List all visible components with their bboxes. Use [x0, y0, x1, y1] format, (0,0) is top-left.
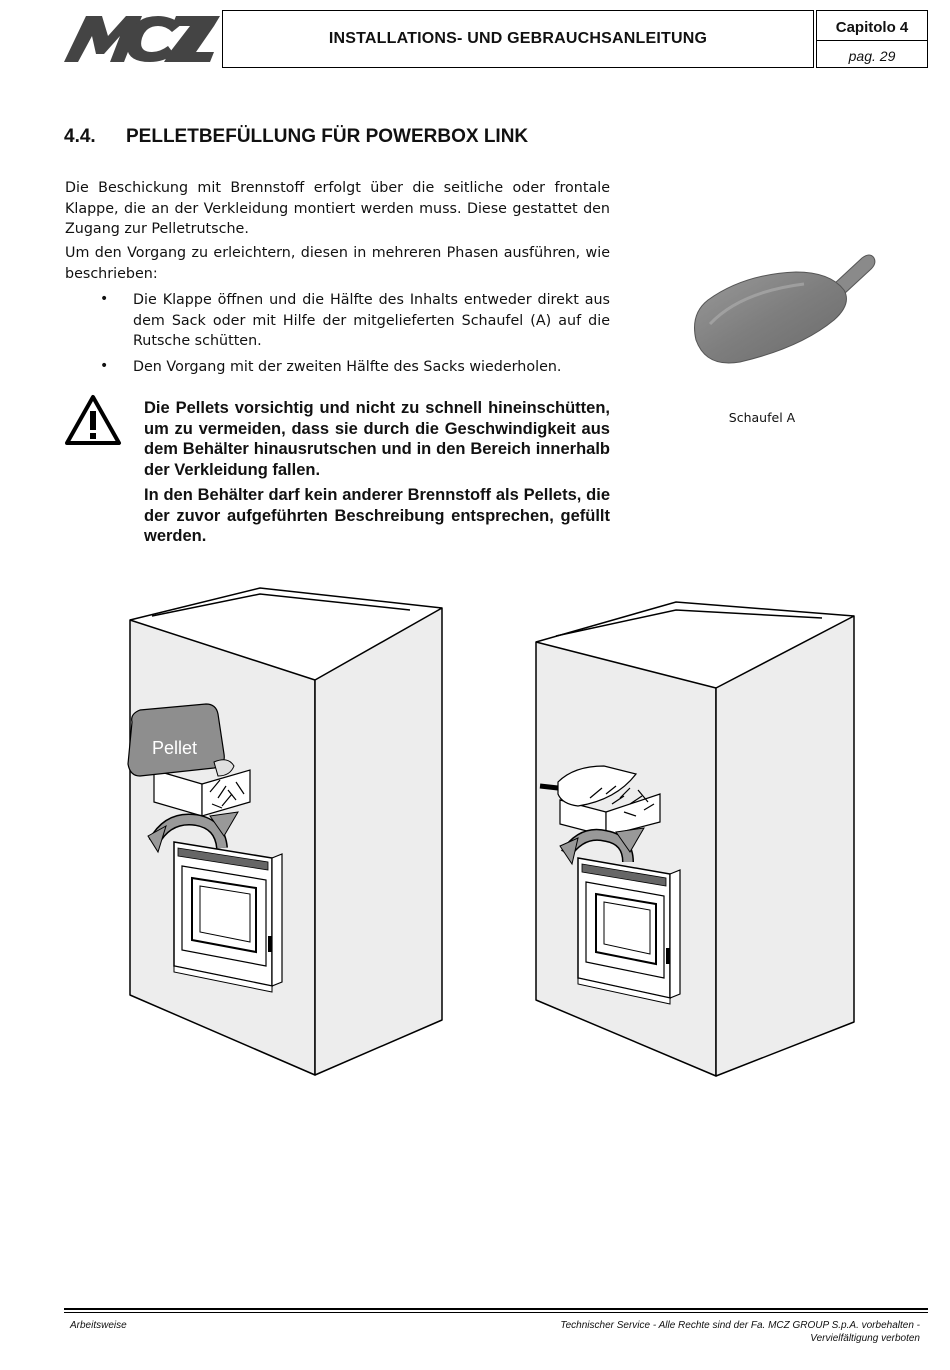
document-title: INSTALLATIONS- UND GEBRAUCHSANLEITUNG	[328, 30, 708, 47]
footer-copyright: Technischer Service - Alle Rechte sind d…	[560, 1320, 920, 1331]
footer-copyright-line-2: Vervielfältigung verboten	[810, 1333, 920, 1344]
section-title: PELLETBEFÜLLUNG FÜR POWERBOX LINK	[126, 126, 529, 147]
bullet-item: Die Klappe öffnen und die Hälfte des Inh…	[133, 292, 610, 349]
intro-paragraph-1: Die Beschickung mit Brennstoff erfolgt ü…	[65, 180, 610, 237]
warning-text-1: Die Pellets vorsichtig und nicht zu schn…	[144, 399, 610, 479]
bag-label: Pellet	[152, 738, 197, 758]
warning-triangle-icon	[65, 395, 121, 445]
bullet-marker: •	[100, 358, 109, 374]
chapter-divider	[816, 40, 928, 41]
footer-rule	[64, 1312, 928, 1313]
intro-paragraph-2: Um den Vorgang zu erleichtern, diesen in…	[65, 245, 610, 282]
chapter-label: Capitolo 4	[835, 19, 909, 36]
illustration-scoop-filling	[535, 601, 855, 1077]
illustration-pellet-bag-filling: Pellet	[127, 587, 443, 1076]
page-number: pag. 29	[848, 48, 896, 64]
header-box	[222, 10, 814, 68]
chapter-box	[816, 10, 928, 68]
footer-section: Arbeitsweise	[70, 1320, 127, 1331]
scoop-image	[694, 254, 876, 364]
bullet-marker: •	[100, 291, 109, 307]
warning-text-2: In den Behälter darf kein anderer Brenns…	[144, 486, 610, 545]
scoop-caption: Schaufel A	[728, 410, 796, 425]
mcz-logo	[64, 16, 220, 62]
section-number: 4.4.	[64, 126, 96, 147]
bullet-item: Den Vorgang mit der zweiten Hälfte des S…	[133, 359, 562, 375]
footer-rule	[64, 1308, 928, 1310]
section-heading: 4.4. PELLETBEFÜLLUNG FÜR POWERBOX LINK	[64, 126, 664, 148]
